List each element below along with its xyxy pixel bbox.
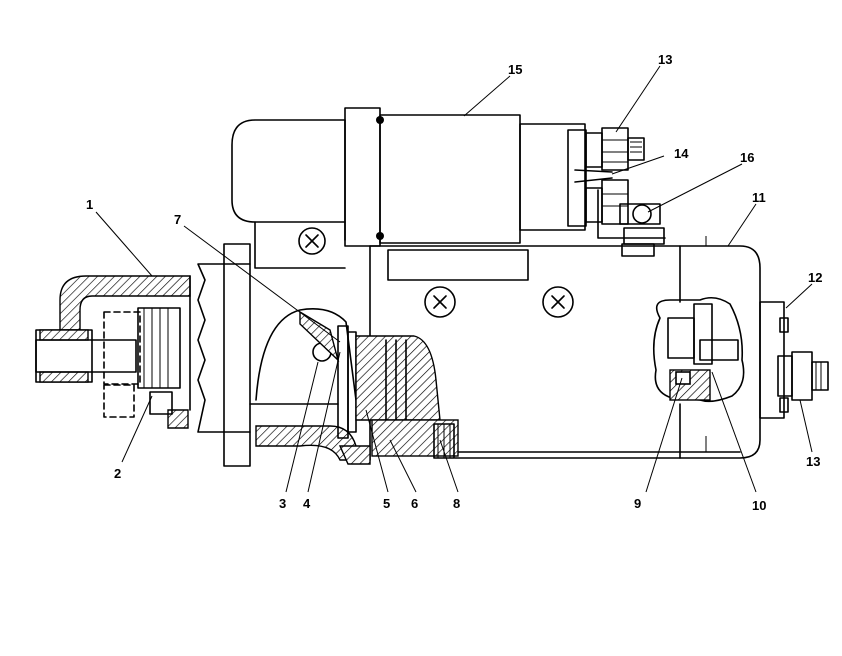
callout-16: 16 (740, 150, 754, 165)
frame-screws (298, 227, 574, 318)
callout-12: 12 (808, 270, 822, 285)
callout-14: 14 (674, 146, 689, 161)
solenoid-terminals (574, 127, 666, 257)
callout-3: 3 (279, 496, 286, 511)
callout-5: 5 (383, 496, 390, 511)
callout-8: 8 (453, 496, 460, 511)
callout-labels: 1 2 3 4 5 6 7 8 9 10 11 12 13 13 14 15 1… (86, 52, 822, 513)
callout-15: 15 (508, 62, 522, 77)
solenoid (231, 107, 587, 269)
commutator-end (652, 296, 829, 419)
callout-10: 10 (752, 498, 766, 513)
callout-9: 9 (634, 496, 641, 511)
pinion-shaft (35, 307, 181, 418)
drive-housing (59, 243, 371, 467)
callout-2: 2 (114, 466, 121, 481)
callout-1: 1 (86, 197, 93, 212)
callout-11: 11 (752, 190, 766, 205)
callout-13-bottom: 13 (806, 454, 820, 469)
callout-4: 4 (303, 496, 311, 511)
callout-13-top: 13 (658, 52, 672, 67)
callout-6: 6 (411, 496, 418, 511)
callout-7: 7 (174, 212, 181, 227)
leader-lines (95, 65, 813, 493)
